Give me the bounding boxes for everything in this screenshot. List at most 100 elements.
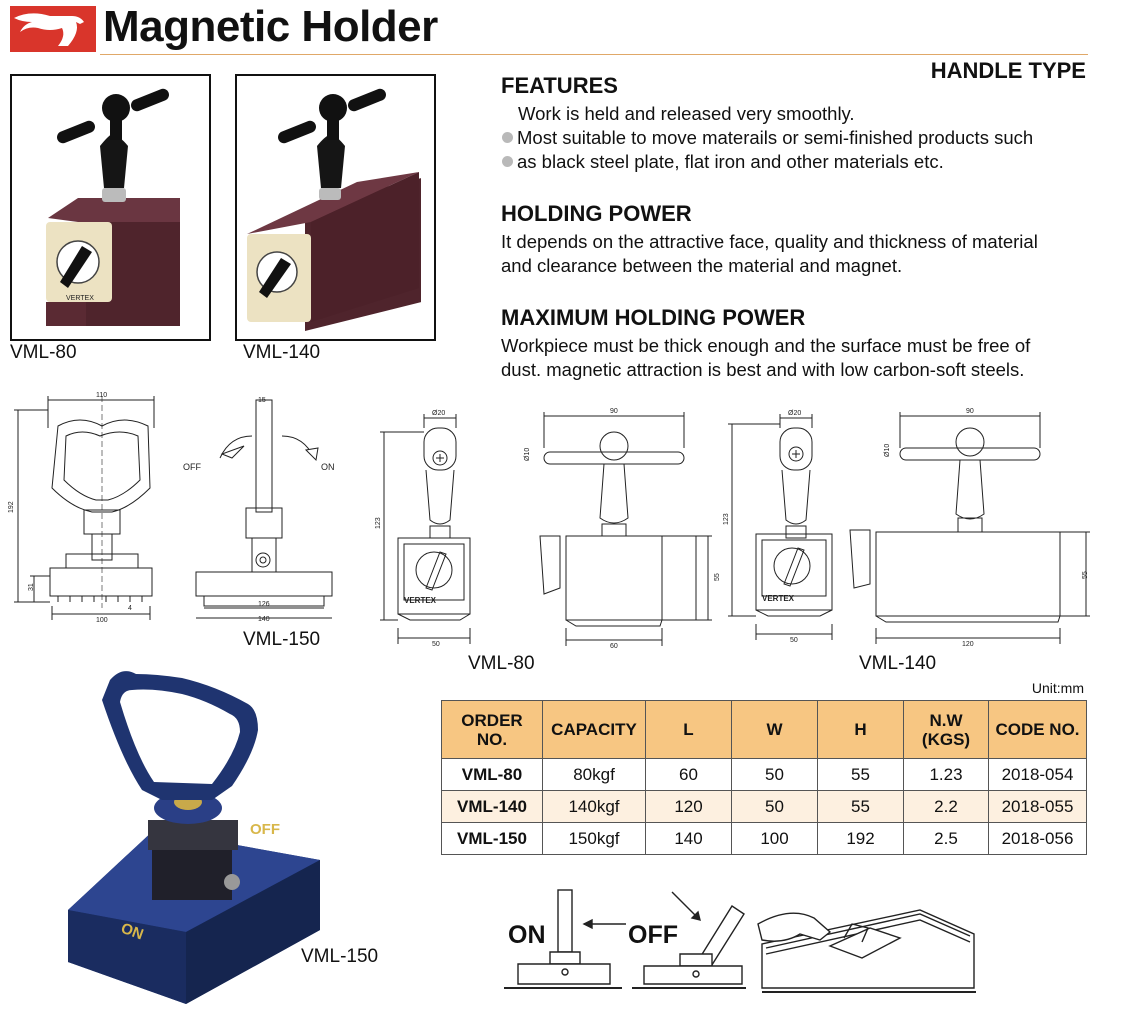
cell: 140 (645, 822, 732, 855)
cell: VML-80 (441, 758, 543, 791)
magnet-holder-vml150-image: ON OFF (68, 671, 320, 1004)
table-row: VML-80 80kgf 60 50 55 1.23 2018-054 (441, 758, 1087, 791)
cell: 1.23 (903, 758, 989, 791)
features-list: Work is held and released very smoothly.… (502, 102, 1033, 174)
col-l: L (645, 700, 732, 759)
feature-text: as black steel plate, flat iron and othe… (517, 151, 944, 172)
cell: 60 (645, 758, 732, 791)
dim-text: Ø20 (432, 410, 445, 417)
drawing-vml150-front: 110 192 31 4 100 (8, 392, 155, 624)
feature-text: Most suitable to move materails or semi-… (517, 127, 1034, 148)
caption-drawing-vml-150: VML-150 (243, 629, 321, 650)
drawing-vml150-side: 15 OFF ON 126 140 (183, 397, 335, 623)
holding-power-text: It depends on the attractive face, quali… (501, 230, 1038, 278)
brand-text: VERTEX (404, 596, 437, 605)
caption-vml-80: VML-80 (10, 342, 77, 363)
max-line: dust. magnetic attraction is best and wi… (501, 359, 1025, 380)
cell: VML-150 (441, 822, 543, 855)
magnet-holder-vml140-image (247, 88, 421, 332)
usage-on-diagram (504, 889, 626, 989)
dim-text: 123 (375, 517, 382, 529)
off-marking: OFF (250, 821, 280, 838)
cell: 2.5 (903, 822, 989, 855)
drawing-vml80-front: Ø20 VERTEX 123 50 (375, 410, 471, 648)
drawing-vml140-side: 90 Ø10 55 120 (849, 408, 1090, 648)
magnet-holder-vml80-image: VERTEX (46, 88, 180, 326)
dim-text: 50 (432, 641, 440, 648)
max-holding-heading: MAXIMUM HOLDING POWER (501, 305, 806, 330)
cell: 2018-055 (988, 790, 1087, 823)
dim-text: 126 (258, 601, 270, 608)
feature-line: Work is held and released very smoothly. (518, 103, 855, 124)
usage-off-diagram (632, 891, 746, 989)
brand-text: VERTEX (66, 295, 94, 302)
cell: 55 (817, 758, 904, 791)
dim-text: 55 (1082, 571, 1089, 579)
cell: 50 (731, 790, 818, 823)
holding-line: and clearance between the material and m… (501, 255, 903, 276)
cell: 2018-054 (988, 758, 1087, 791)
caption-drawing-vml-80: VML-80 (468, 653, 535, 674)
cell: 80kgf (542, 758, 646, 791)
cell: 100 (731, 822, 818, 855)
usage-off-label: OFF (628, 921, 678, 949)
dim-text: 123 (723, 513, 730, 525)
dim-text: 55 (714, 573, 721, 581)
dim-text: 60 (610, 643, 618, 650)
dim-text: 110 (96, 392, 107, 399)
cell: 2.2 (903, 790, 989, 823)
dim-text: 192 (8, 501, 15, 513)
cell: 55 (817, 790, 904, 823)
cell: 140kgf (542, 790, 646, 823)
dim-text: 90 (610, 408, 618, 415)
photo-vml-80: VERTEX (10, 74, 211, 341)
cell: 2018-056 (988, 822, 1087, 855)
dim-text: 120 (962, 641, 974, 648)
bullet-icon (502, 156, 513, 167)
usage-illustration (504, 889, 976, 993)
type-label: HANDLE TYPE (930, 58, 1086, 83)
col-h: H (817, 700, 904, 759)
dim-text: Ø10 (884, 444, 891, 457)
drawing-vml80-side: 90 Ø10 55 60 (524, 408, 721, 650)
on-label: ON (321, 462, 335, 472)
technical-drawings: 110 192 31 4 100 15 OFF ON 126 140 Ø20 (8, 392, 1090, 650)
title-rule (100, 54, 1088, 55)
dim-text: 50 (790, 637, 798, 644)
usage-lifting-diagram (757, 909, 976, 993)
max-holding-text: Workpiece must be thick enough and the s… (501, 334, 1030, 382)
eagle-icon (14, 13, 84, 46)
feature-line: Most suitable to move materails or semi-… (502, 126, 1033, 150)
caption-photo-vml-150: VML-150 (301, 946, 379, 967)
dim-text: 100 (96, 617, 108, 624)
brand-logo (10, 6, 96, 52)
dim-text: 4 (128, 605, 132, 612)
dim-text: 15 (258, 397, 266, 404)
cell: 50 (731, 758, 818, 791)
holding-line: It depends on the attractive face, quali… (501, 231, 1038, 252)
features-heading: FEATURES (501, 73, 618, 98)
table-row: VML-140 140kgf 120 50 55 2.2 2018-055 (441, 790, 1087, 823)
drawing-vml140-front: Ø20 VERTEX 123 50 (723, 410, 833, 644)
feature-line: as black steel plate, flat iron and othe… (502, 150, 1033, 174)
col-capacity: CAPACITY (542, 700, 646, 759)
bullet-icon (502, 132, 513, 143)
dim-text: 31 (28, 583, 35, 591)
dim-text: Ø20 (788, 410, 801, 417)
table-row: VML-150 150kgf 140 100 192 2.5 2018-056 (441, 822, 1087, 855)
caption-drawing-vml-140: VML-140 (859, 653, 937, 674)
usage-on-label: ON (508, 921, 546, 949)
cell: VML-140 (441, 790, 543, 823)
dim-text: 90 (966, 408, 974, 415)
dim-text: Ø10 (524, 448, 531, 461)
holding-power-heading: HOLDING POWER (501, 201, 692, 226)
cell: 120 (645, 790, 732, 823)
brand-text: VERTEX (762, 594, 795, 603)
cell: 150kgf (542, 822, 646, 855)
photo-vml-140 (235, 74, 436, 341)
caption-vml-140: VML-140 (243, 342, 321, 363)
off-label: OFF (183, 462, 201, 472)
